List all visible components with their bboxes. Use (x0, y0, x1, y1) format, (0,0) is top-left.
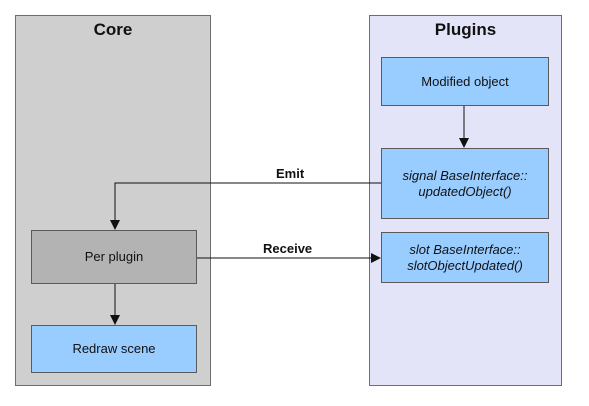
receive-label: Receive (263, 241, 313, 256)
slot-object-updated-node: slot BaseInterface:: slotObjectUpdated() (381, 232, 549, 283)
modified-object-label: Modified object (421, 73, 509, 89)
slot-label-line1: slot BaseInterface:: (409, 241, 521, 257)
signal-label-line1: signal BaseInterface:: (402, 167, 528, 183)
per-plugin-node: Per plugin (31, 230, 197, 284)
plugins-title: Plugins (434, 20, 497, 39)
redraw-scene-node: Redraw scene (31, 325, 197, 373)
core-title: Core (93, 20, 133, 39)
signal-updated-object-node: signal BaseInterface:: updatedObject() (381, 148, 549, 219)
slot-label-line2: slotObjectUpdated() (407, 257, 523, 273)
modified-object-node: Modified object (381, 57, 549, 106)
edge-emit (110, 182, 381, 230)
signal-label-line2: updatedObject() (418, 183, 512, 199)
redraw-scene-label: Redraw scene (72, 341, 156, 356)
per-plugin-label: Per plugin (84, 249, 144, 264)
emit-label: Emit (276, 166, 305, 181)
